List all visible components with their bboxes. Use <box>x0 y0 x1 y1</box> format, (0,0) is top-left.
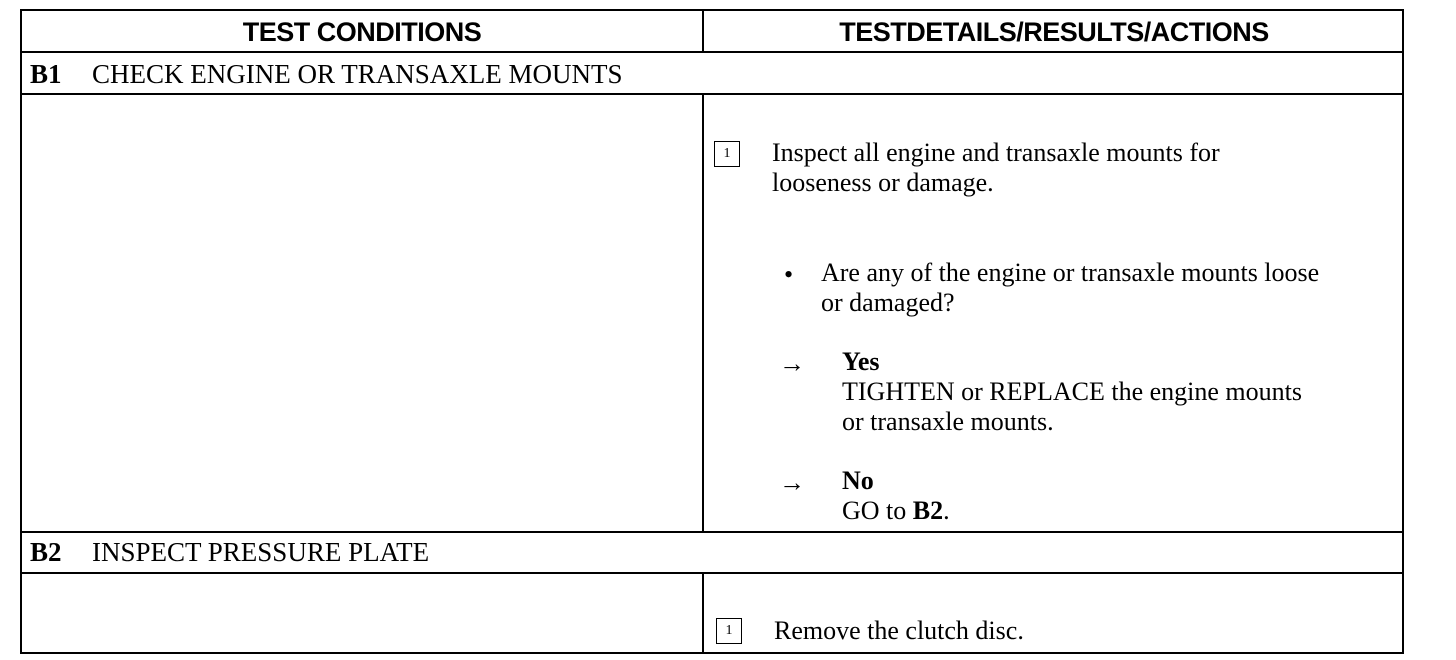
column-header-test-details: TESTDETAILS/RESULTS/ACTIONS <box>839 16 1269 47</box>
b1-body-divider <box>702 95 704 531</box>
yes-action-line1: TIGHTEN or REPLACE the engine mounts <box>842 377 1302 406</box>
b1-question-line1: Are any of the engine or transaxle mount… <box>821 258 1320 287</box>
b2-step-text-line1: Remove the clutch disc. <box>774 616 1024 645</box>
section-id-b2: B2 <box>30 536 62 567</box>
arrow-right-icon-yes: → <box>779 349 805 378</box>
section-heading-b2: B2 INSPECT PRESSURE PLATE <box>22 533 429 571</box>
b1-step-text-line1: Inspect all engine and transaxle mounts … <box>772 138 1220 167</box>
b2-body-divider <box>702 574 704 654</box>
bullet-icon: • <box>784 260 794 289</box>
no-action-line: GO to B2. <box>842 496 950 526</box>
b1-step-text-line2: looseness or damage. <box>772 168 994 197</box>
section-title-b1: CHECK ENGINE OR TRANSAXLE MOUNTS <box>92 58 623 89</box>
b1-heading-rule <box>22 93 1402 95</box>
section-title-b2: INSPECT PRESSURE PLATE <box>92 536 430 567</box>
b1-body-rule <box>22 531 1402 533</box>
yes-action-line2: or transaxle mounts. <box>842 407 1054 436</box>
arrow-right-icon-no: → <box>779 468 805 497</box>
header-rule <box>22 51 1402 53</box>
section-id-b1: B1 <box>30 58 62 89</box>
step-number-box-b2: 1 <box>716 618 742 644</box>
column-header-test-conditions: TEST CONDITIONS <box>242 16 482 47</box>
b2-heading-rule <box>22 572 1402 574</box>
diagnostic-table: TEST CONDITIONS TESTDETAILS/RESULTS/ACTI… <box>20 9 1404 654</box>
no-label: No <box>842 466 874 495</box>
goto-period: . <box>943 496 950 525</box>
section-heading-b1: B1 CHECK ENGINE OR TRANSAXLE MOUNTS <box>22 55 623 93</box>
step-number-box-b1: 1 <box>714 141 740 167</box>
header-divider <box>702 11 704 53</box>
yes-label: Yes <box>842 347 880 376</box>
b1-question-line2: or damaged? <box>821 288 955 317</box>
goto-text: GO to <box>842 496 913 525</box>
goto-target-link: B2 <box>912 496 944 525</box>
